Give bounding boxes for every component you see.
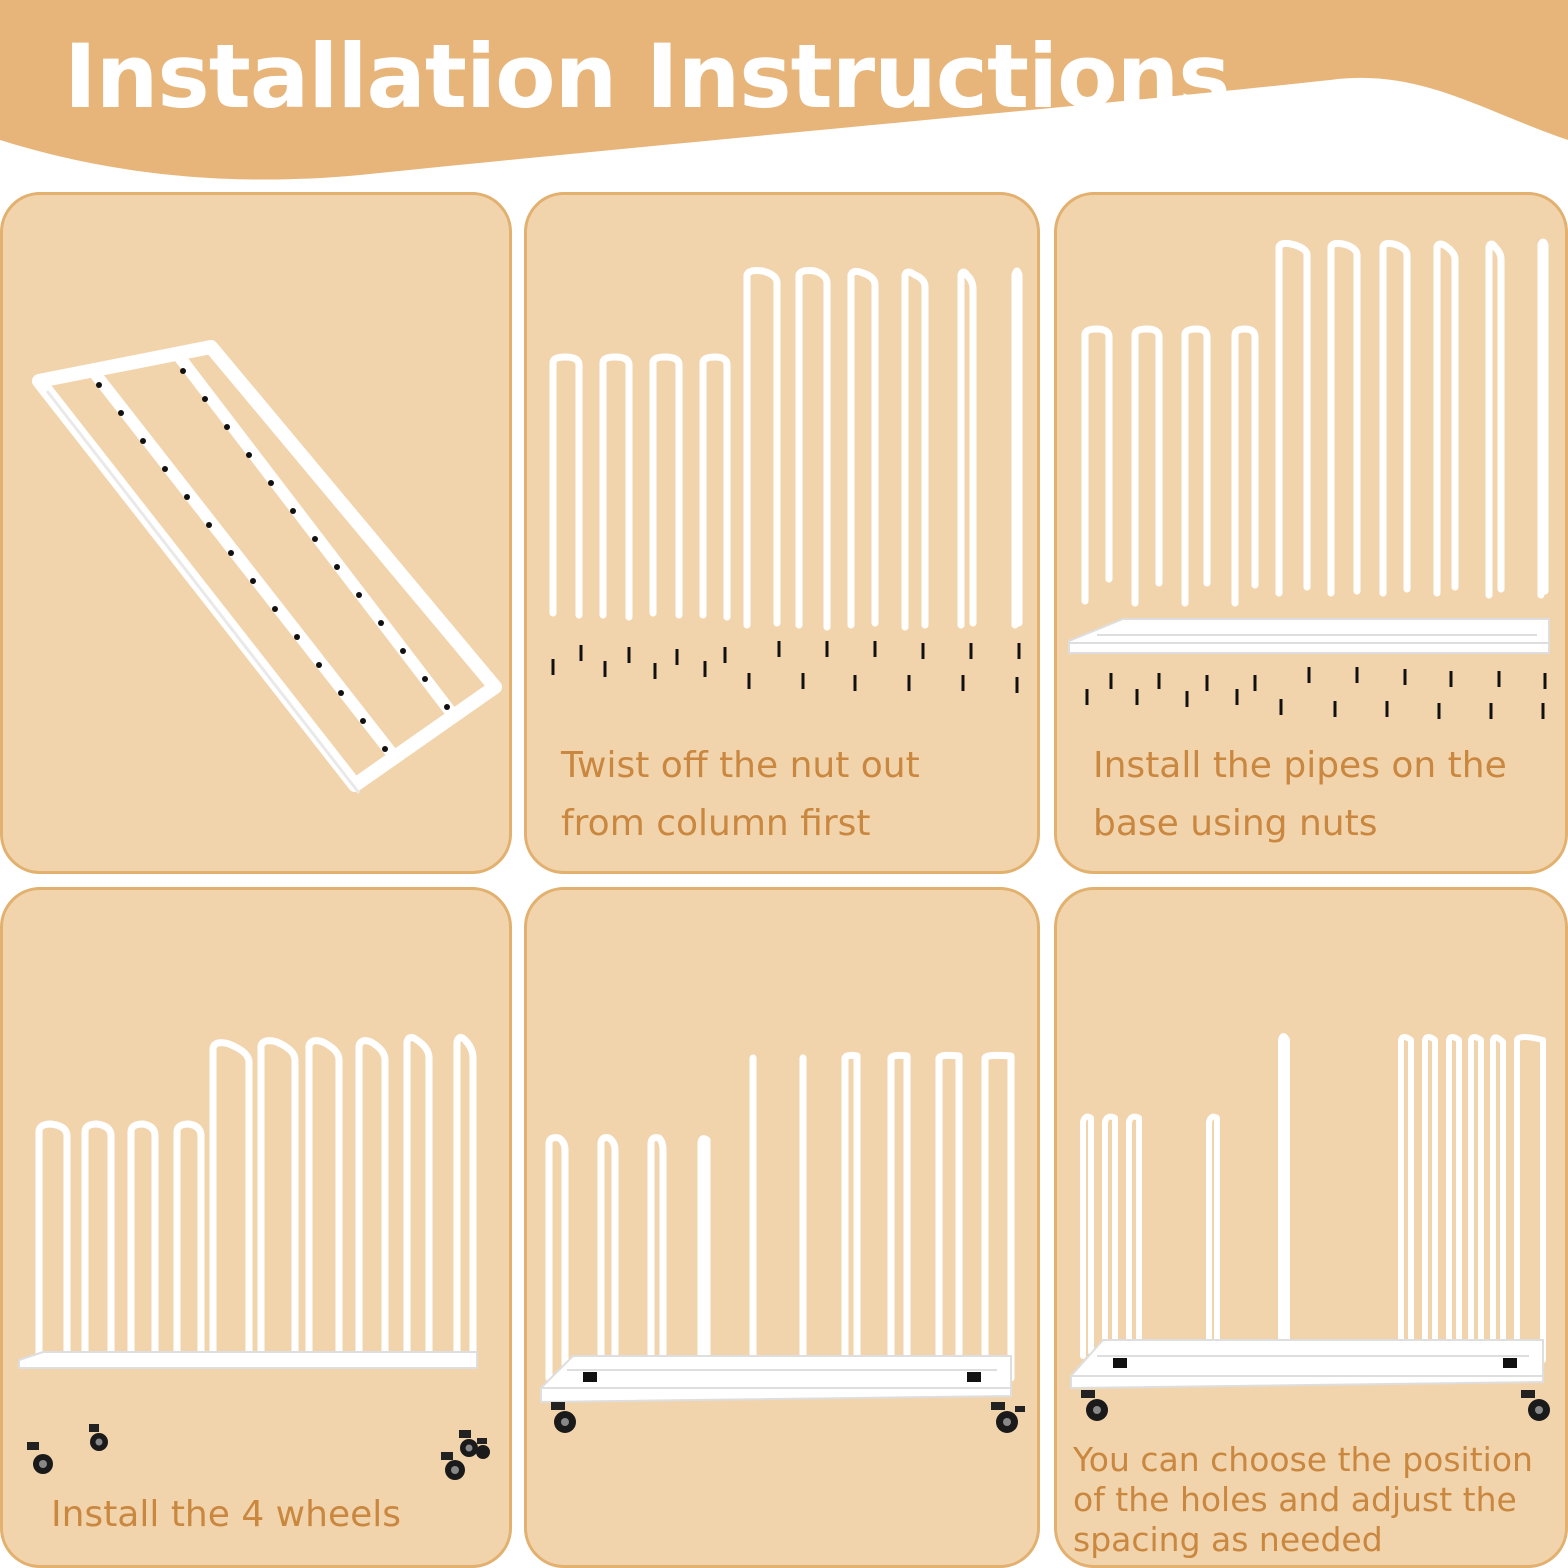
- caster-wheel-icon: [1081, 1390, 1550, 1421]
- step-6-panel: You can choose the position of the holes…: [1054, 887, 1568, 1568]
- page-title: Installation Instructions: [64, 25, 1231, 128]
- pipes-over-base-icon: [1068, 238, 1550, 719]
- step-3-panel: Install the pipes on the base using nuts: [1054, 192, 1568, 874]
- step-1-panel: [0, 192, 512, 874]
- header-banner: [0, 0, 1568, 180]
- rack-with-wheels-icon: [18, 1033, 490, 1480]
- base-frame-icon: [32, 340, 502, 794]
- step-3-caption-line-2: base using nuts: [1093, 803, 1378, 844]
- step-2-panel: Twist off the nut out from column first: [524, 192, 1040, 874]
- step-5-panel: [524, 887, 1040, 1568]
- step-4-caption-line-1: Install the 4 wheels: [51, 1494, 401, 1535]
- step-2-caption-line-2: from column first: [561, 803, 871, 844]
- pipes-and-nuts-icon: [549, 267, 1023, 693]
- step-6-caption-line-2: of the holes and adjust the: [1073, 1480, 1517, 1519]
- step-6-caption-line-1: You can choose the position: [1073, 1440, 1533, 1479]
- step-3-caption-line-1: Install the pipes on the: [1093, 745, 1507, 786]
- step-6-caption-line-3: spacing as needed: [1073, 1520, 1383, 1559]
- rack-on-wheels-icon: [540, 1051, 1025, 1433]
- caster-wheel-icon: [551, 1402, 1025, 1433]
- step-2-caption-line-1: Twist off the nut out: [561, 745, 920, 786]
- adjusted-rack-icon: [1070, 1033, 1550, 1421]
- caster-wheel-icon: [27, 1424, 490, 1480]
- step-4-panel: Install the 4 wheels: [0, 887, 512, 1568]
